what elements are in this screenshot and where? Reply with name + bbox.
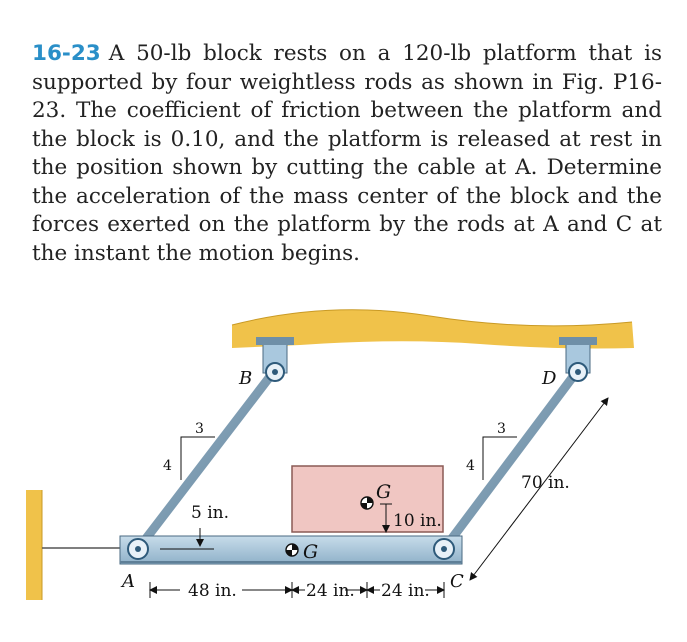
pin-c (433, 538, 455, 560)
dim-bottom-lines (149, 582, 445, 598)
dim-span-a: 48 in. (188, 581, 237, 601)
wall-support (26, 490, 43, 600)
dim-span-c: 24 in. (381, 581, 430, 601)
slope-triangle-left (180, 436, 215, 480)
pin-a (127, 538, 149, 560)
mass-center-block-symbol (360, 496, 374, 510)
dim-rod-length-line (469, 397, 609, 581)
problem-text: A 50-lb block rests on a 120-lb platform… (32, 41, 662, 266)
slope-right-rise: 4 (466, 458, 475, 474)
pin-d (559, 337, 597, 382)
rod-ab (133, 365, 280, 554)
label-d: D (541, 368, 557, 389)
problem-number: 16-23 (32, 41, 101, 66)
label-c: C (450, 571, 464, 592)
slope-left-rise: 4 (163, 458, 172, 474)
label-g-platform: G (303, 541, 318, 563)
pin-b (256, 337, 294, 382)
label-a: A (120, 571, 135, 592)
dim-block-height (380, 503, 392, 533)
slope-left-run: 3 (195, 421, 204, 437)
rod-cd (439, 365, 583, 554)
label-b: B (238, 368, 252, 389)
dim-span-b: 24 in. (306, 581, 355, 601)
label-g-block: G (376, 481, 391, 503)
mass-center-platform-symbol (285, 543, 299, 557)
dim-rod-length: 70 in. (521, 473, 570, 493)
slope-right-run: 3 (497, 421, 506, 437)
ceiling-support (231, 309, 634, 349)
dim-block-height-label: 10 in. (393, 511, 442, 531)
dim-platform-height-label: 5 in. (191, 503, 229, 523)
